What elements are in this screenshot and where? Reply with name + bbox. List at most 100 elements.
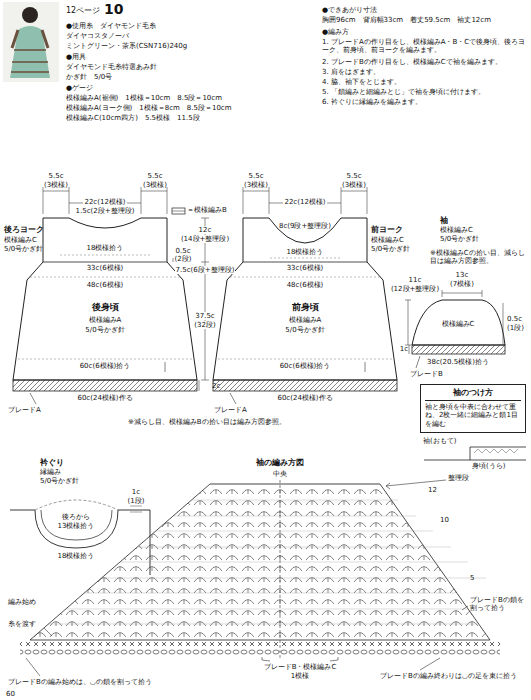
piece-note: 模様編みC xyxy=(371,236,404,244)
dimension-label: 60c(24模様)作る xyxy=(277,394,332,402)
dimension-label: (32段) xyxy=(193,321,216,329)
dimension-label: 0.5c xyxy=(507,315,522,323)
dimension-label: 11c xyxy=(409,276,422,284)
dimension-label: 60 xyxy=(6,690,15,698)
attach-stitch xyxy=(474,449,518,453)
piece-note: 模様編みC xyxy=(440,226,473,234)
dimension-label: ブレードB xyxy=(410,370,443,378)
box-heading: 袖のつけ方 xyxy=(425,388,521,401)
dimension-label: 8c(9段+整理段) xyxy=(279,222,331,230)
stitch-chart xyxy=(30,484,490,640)
center-line xyxy=(280,480,281,660)
piece-title: 袖 xyxy=(440,216,448,225)
sleeve-outline xyxy=(412,300,505,345)
dimension-label: 60c(24模様)作る xyxy=(77,394,132,402)
dimension-label: 中央 xyxy=(273,470,287,478)
dimension-label: 0.5c xyxy=(176,247,191,255)
photo-head xyxy=(22,7,38,23)
dimension-label: 12c xyxy=(198,226,213,234)
dimension-label: 模様編みC(10cm四方) 5.5模様 11.5段 xyxy=(66,114,200,122)
piece-title: 後ろヨーク xyxy=(4,226,44,235)
dimension-label: (7模様) xyxy=(450,280,474,288)
leader-line xyxy=(416,356,420,368)
piece-note: 模様編みC xyxy=(4,236,37,244)
piece-title: 前身頃 xyxy=(292,302,319,312)
dimension-label: 33c(6模様) xyxy=(87,264,124,272)
dimension-label: 37.5c xyxy=(194,312,215,320)
dimension-label: ●できあがり寸法 xyxy=(322,6,377,14)
dimension-label: 5.5c xyxy=(347,172,362,180)
piece-note: 5/0号かぎ針 xyxy=(85,326,124,334)
dimension-line xyxy=(173,218,209,391)
dimension-label: 60c(6模様)拾う xyxy=(79,362,132,370)
dimension-label: ブレードBの編み終わりは◡の足を束に拾う xyxy=(380,672,522,680)
dimension-label: 33c(6模様) xyxy=(287,264,324,272)
dimension-label: 2. ブレードBの作り目をし、模様編みCで袖を編みます。 xyxy=(322,58,502,66)
dimension-label: ブレードBの鎖を割って拾う xyxy=(470,596,528,612)
dimension-label: (3模様) xyxy=(244,181,268,189)
dimension-label: 22c(12模様) xyxy=(283,198,326,206)
yoke-seam xyxy=(243,262,367,263)
dimension-line xyxy=(130,506,142,512)
dimension-label: 縁編み xyxy=(40,468,61,476)
legend-swatch xyxy=(172,211,185,212)
dimension-label: 1c xyxy=(132,488,140,496)
photo-garment xyxy=(10,26,50,78)
dimension-label: (1段) xyxy=(507,324,524,332)
piece-note: 模様編みA xyxy=(289,316,322,324)
piece-title: 後身頃 xyxy=(92,302,119,312)
dimension-label: 衿ぐり xyxy=(40,458,64,467)
braid-a xyxy=(13,380,197,391)
dimension-label: 4. 脇、袖下をとじます。 xyxy=(322,78,401,86)
dimension-label: かぎ針 5/0号 xyxy=(66,73,112,81)
dimension-label: ブレードA xyxy=(8,406,41,414)
dimension-label: ●ゲージ xyxy=(66,84,93,92)
legend-text: ＝模様編みB xyxy=(187,206,227,214)
dimension-label: 3. 肩をはぎます。 xyxy=(322,68,380,76)
photo-arm xyxy=(12,30,48,48)
dimension-label: 1c xyxy=(400,345,408,353)
dimension-label: 5.5c xyxy=(249,172,264,180)
dimension-label: ダイヤコスタノーバ xyxy=(66,32,129,40)
dimension-label: 身頃(うら) xyxy=(472,462,505,470)
pattern-piece: 後ろヨーク模様編みC5/0号かぎ針 xyxy=(4,220,168,262)
attach-figure xyxy=(424,447,526,460)
dimension-label: 48c(6模様) xyxy=(86,281,125,289)
dimension-label: 模様編みA(裾側) 1模様＝10cm 8.5段＝10cm xyxy=(66,94,222,102)
dimension-label: 5 xyxy=(470,574,474,582)
dimension-label: 22c(12模様) xyxy=(83,198,126,206)
piece-title: 前ヨーク xyxy=(371,226,403,235)
dimension-label: 12 xyxy=(428,486,437,494)
back-neck xyxy=(35,500,118,510)
dimension-label: 胸囲96cm 背肩幅33cm 着丈59.5cm 袖丈12cm xyxy=(322,16,491,24)
dimension-label: 7.5c(6段+整理段) xyxy=(175,266,236,274)
dimension-line xyxy=(405,290,503,354)
measure-guide xyxy=(18,255,392,359)
dimension-label: (12段+整理段) xyxy=(391,285,439,293)
leader-line xyxy=(386,480,446,489)
dimension-label: (3模様) xyxy=(143,181,167,189)
back-piece-outline xyxy=(13,218,197,380)
piece-note: 5/0号かぎ針 xyxy=(371,245,410,253)
dimension-label: 編み始め xyxy=(8,598,36,606)
dimension-label: (3模様) xyxy=(44,181,68,189)
piece-note: 模様編みA xyxy=(89,316,122,324)
photo-stripe xyxy=(11,50,49,72)
dimension-label: 2c xyxy=(212,382,220,390)
dimension-label: ブレードB・模様編みC xyxy=(263,663,338,671)
dimension-label: 5/0号かぎ針 xyxy=(40,477,79,485)
dimension-label: 18模様拾う xyxy=(58,552,95,560)
dimension-label: ブレードA xyxy=(214,406,247,414)
photo-ground xyxy=(3,2,59,82)
piece-note: 模様編みC xyxy=(442,320,475,328)
dimension-label: ※減らし目、模様編みBの拾い目は編み方図参照。 xyxy=(128,418,286,426)
dimension-label: 13c xyxy=(456,271,469,279)
yoke-seam xyxy=(43,262,167,263)
dimension-label: (1段) xyxy=(128,497,145,505)
piece-note: 5/0号かぎ針 xyxy=(285,326,324,334)
dimension-label: 整理段 xyxy=(448,474,469,482)
chart-row xyxy=(48,484,486,624)
dimension-label: (2段) xyxy=(175,255,192,263)
dimension-label: 1. ブレードAの作り目をし、模様編みA・B・Cで後身頃、後ろヨーク、前身頃、前… xyxy=(322,38,527,54)
dimension-label: 袖(おもて) xyxy=(423,437,456,445)
